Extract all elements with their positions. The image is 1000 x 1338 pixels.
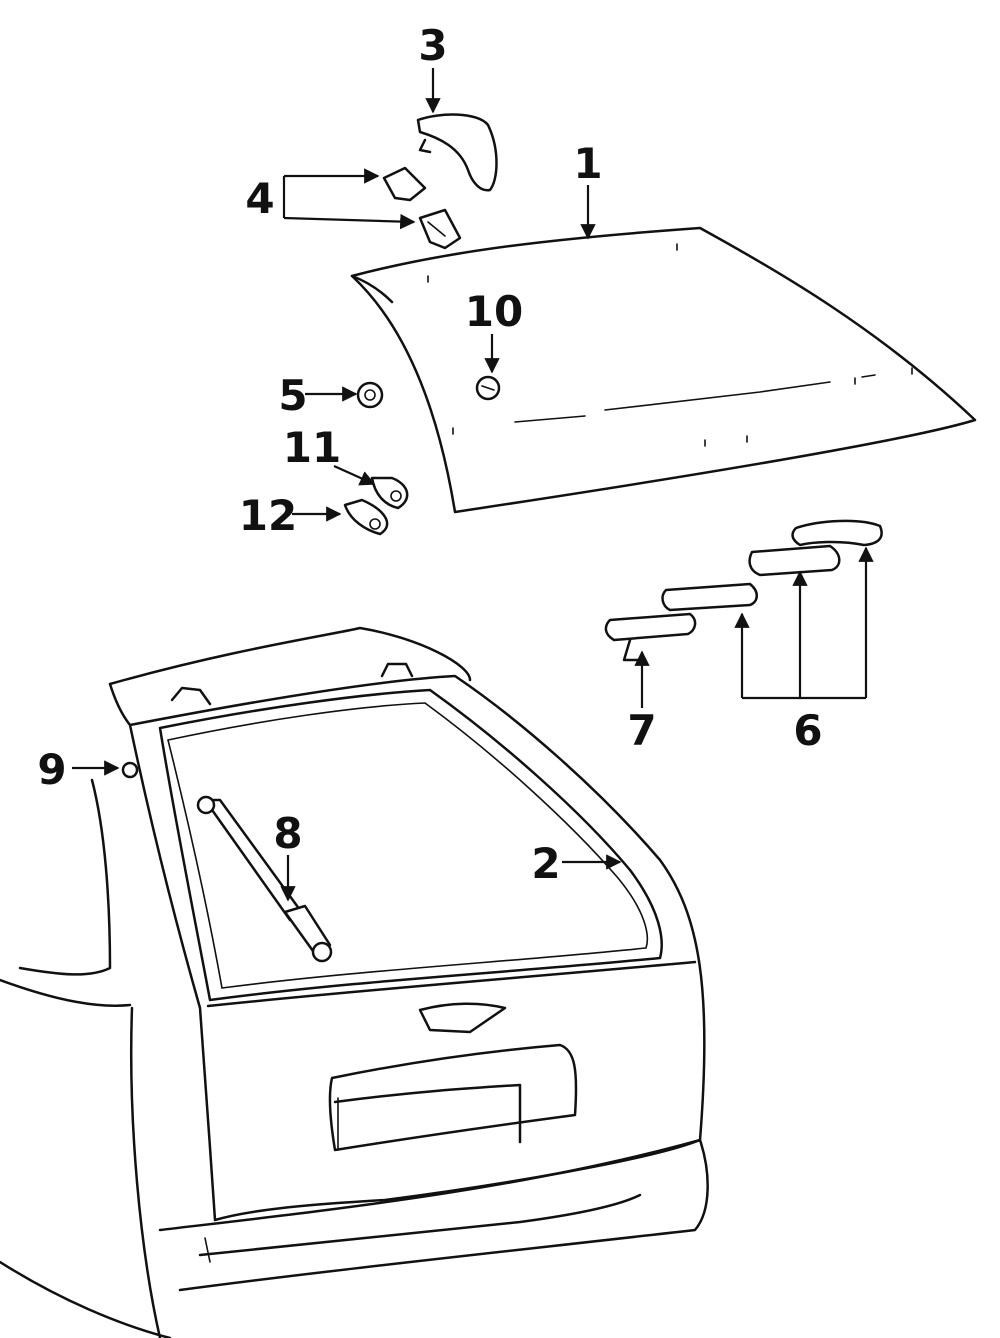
callout-3: 3 [418, 21, 447, 70]
bracket-lower [343, 498, 389, 536]
callout-6: 6 [793, 706, 822, 755]
liftgate-glass [350, 226, 977, 514]
liftgate-assembly [0, 626, 709, 1338]
callout-5: 5 [278, 371, 307, 420]
latch-components [661, 519, 883, 612]
grommet [475, 375, 501, 401]
callout-7: 7 [627, 706, 656, 755]
callout-labels: 1 2 3 4 5 6 7 8 9 10 11 12 [37, 21, 822, 888]
clip [121, 761, 139, 779]
callout-11: 11 [283, 423, 341, 472]
callout-2: 2 [531, 839, 560, 888]
callout-1: 1 [573, 139, 602, 188]
hinge-pads [382, 166, 462, 250]
liftgate-handle [416, 113, 498, 192]
callout-9: 9 [37, 745, 66, 794]
callout-12: 12 [239, 491, 297, 540]
nut [356, 381, 384, 409]
leader-lines [72, 68, 874, 902]
lock-mechanism [604, 612, 697, 662]
support-strut [196, 795, 333, 963]
callout-8: 8 [273, 809, 302, 858]
callout-10: 10 [465, 287, 523, 336]
callout-4: 4 [245, 174, 274, 223]
bracket-upper [370, 476, 409, 510]
